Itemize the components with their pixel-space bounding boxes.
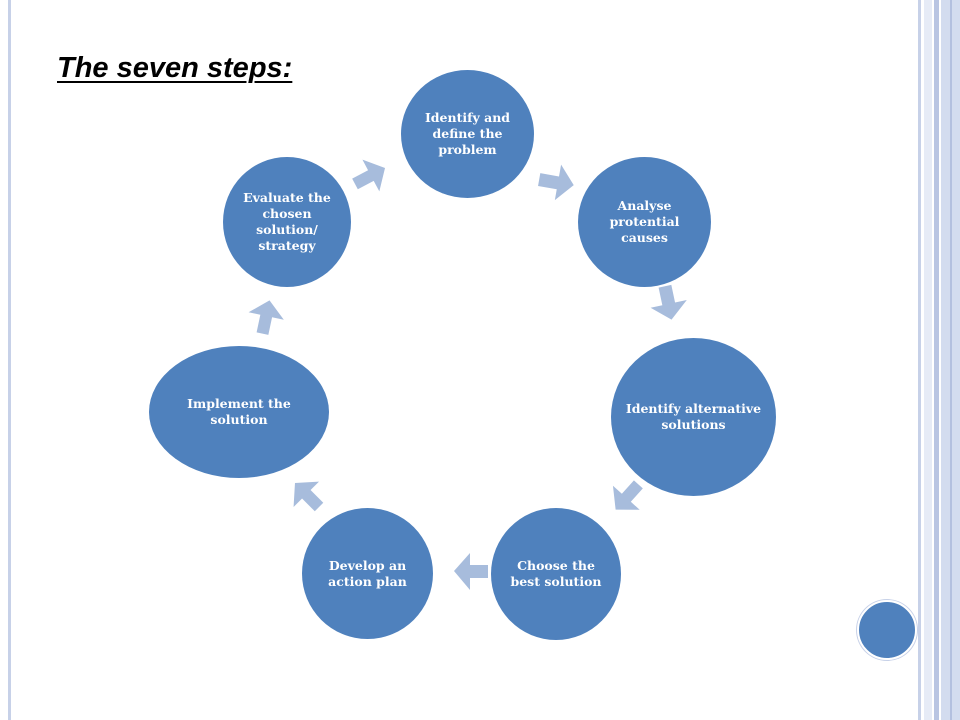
step-node-3: Identify alternative solutions bbox=[611, 338, 776, 496]
step-node-1: Identify and define the problem bbox=[401, 70, 534, 198]
right-border-stripe bbox=[934, 0, 939, 720]
step-node-2: Analyse protential causes bbox=[578, 157, 711, 287]
cycle-arrow bbox=[612, 480, 643, 510]
right-border-stripe bbox=[918, 0, 921, 720]
cycle-arrow bbox=[352, 159, 386, 192]
step-node-7: Evaluate the chosen solution/ strategy bbox=[223, 157, 351, 287]
right-border-stripe bbox=[924, 0, 932, 720]
step-label: Choose the best solution bbox=[510, 558, 602, 589]
cycle-arrow bbox=[293, 481, 324, 512]
step-label: Develop an action plan bbox=[328, 557, 407, 589]
decorative-corner-dot bbox=[857, 600, 917, 660]
cycle-arrow bbox=[538, 164, 574, 201]
cycle-arrow bbox=[248, 300, 284, 335]
step-node-4: Choose the best solution bbox=[491, 508, 621, 640]
step-node-5: Develop an action plan bbox=[302, 508, 433, 639]
cycle-arrow bbox=[650, 284, 687, 320]
slide-title: The seven steps: bbox=[57, 52, 293, 84]
cycle-arrow bbox=[454, 553, 488, 590]
step-label: Identify and define the problem bbox=[424, 110, 511, 157]
step-label: Analyse protential causes bbox=[609, 198, 680, 245]
step-label: Evaluate the chosen solution/ strategy bbox=[243, 190, 331, 253]
step-label: Implement the solution bbox=[187, 396, 291, 427]
step-node-6: Implement the solution bbox=[149, 346, 329, 478]
right-border-stripe bbox=[950, 0, 952, 720]
step-label: Identify alternative solutions bbox=[625, 401, 762, 432]
left-border-line bbox=[8, 0, 11, 720]
